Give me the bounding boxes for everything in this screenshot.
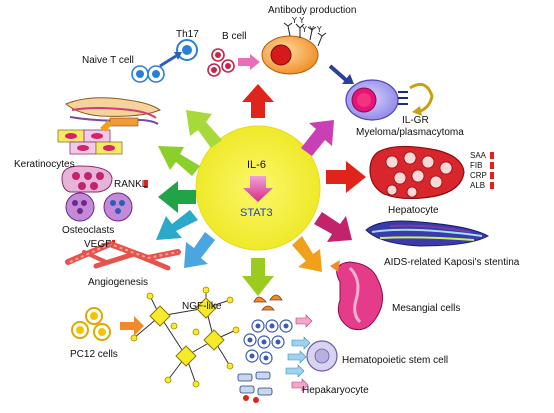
myeloma-cell [328, 64, 434, 121]
center-stat3-label: STAT3 [240, 207, 273, 219]
up-arrow-icon [490, 162, 494, 169]
osteoclasts [61, 165, 148, 222]
arrow-down-left [184, 232, 215, 268]
kaposi-cells [365, 220, 490, 247]
label-antibody-production: Antibody production [268, 5, 357, 16]
arrow-right [326, 161, 366, 193]
label-th17: Th17 [176, 29, 199, 40]
label-kaposi: AIDS-related Kaposi's stentina [384, 257, 520, 268]
hematopoiesis-cluster [237, 294, 338, 403]
arrow-down [242, 258, 274, 296]
acute-phase-alb: ALB [470, 181, 486, 190]
acute-phase-fib: FIB [470, 161, 483, 170]
label-rankl: RANKL [114, 179, 148, 190]
angiogenesis-vessels [65, 240, 181, 271]
arrow-down-right [314, 212, 352, 242]
label-ngf-like: NGF-like [182, 301, 222, 312]
arrow-up [242, 84, 274, 118]
label-hsc: Hematopoietic stem cell [342, 355, 449, 366]
lymphocyte-cluster [131, 39, 260, 83]
center-down-arrow [243, 176, 273, 202]
pc12-cells [71, 307, 144, 341]
center-il6-label: IL-6 [247, 159, 266, 171]
label-pc12: PC12 cells [70, 349, 118, 360]
label-keratinocytes: Keratinocytes [14, 159, 75, 170]
ngf-neurons [130, 286, 240, 388]
center-hub [195, 125, 321, 251]
arrow-down-right-2 [292, 236, 322, 272]
label-b-cell: B cell [222, 31, 247, 42]
svg-text:Y Y: Y Y [291, 16, 304, 25]
arrow-left [158, 181, 196, 213]
label-naive-t-cell: Naive T cell [82, 55, 134, 66]
arrow-up-right [301, 120, 334, 156]
mesangial-kidney [330, 260, 383, 331]
label-mesangial: Mesangial cells [392, 303, 461, 314]
arrow-up-left [158, 146, 200, 176]
hepatocyte-liver [369, 145, 465, 200]
acute-phase-saa: SAA [470, 151, 487, 160]
label-hepakaryocyte: Hepakaryocyte [302, 385, 369, 396]
arrow-left-low [156, 210, 198, 240]
label-angiogenesis: Angiogenesis [88, 277, 149, 288]
label-hepatocyte: Hepatocyte [388, 205, 439, 216]
label-osteoclasts: Osteoclasts [62, 225, 115, 236]
label-myeloma: Myeloma/plasmacytoma [356, 127, 464, 138]
up-arrow-icon [490, 152, 494, 159]
keratinocytes [57, 97, 162, 155]
svg-text:Y Y Y: Y Y Y [301, 25, 322, 34]
label-il-gr: IL-GR [402, 115, 429, 126]
label-vegf: VEGF [84, 239, 112, 250]
radiating-arrows [156, 84, 366, 296]
down-arrow-icon [490, 182, 494, 189]
up-arrow-icon [490, 172, 494, 179]
acute-phase-crp: CRP [470, 171, 487, 180]
arrow-up-left-2 [186, 110, 222, 148]
plasma-cell: Y Y Y Y Y [261, 16, 327, 75]
